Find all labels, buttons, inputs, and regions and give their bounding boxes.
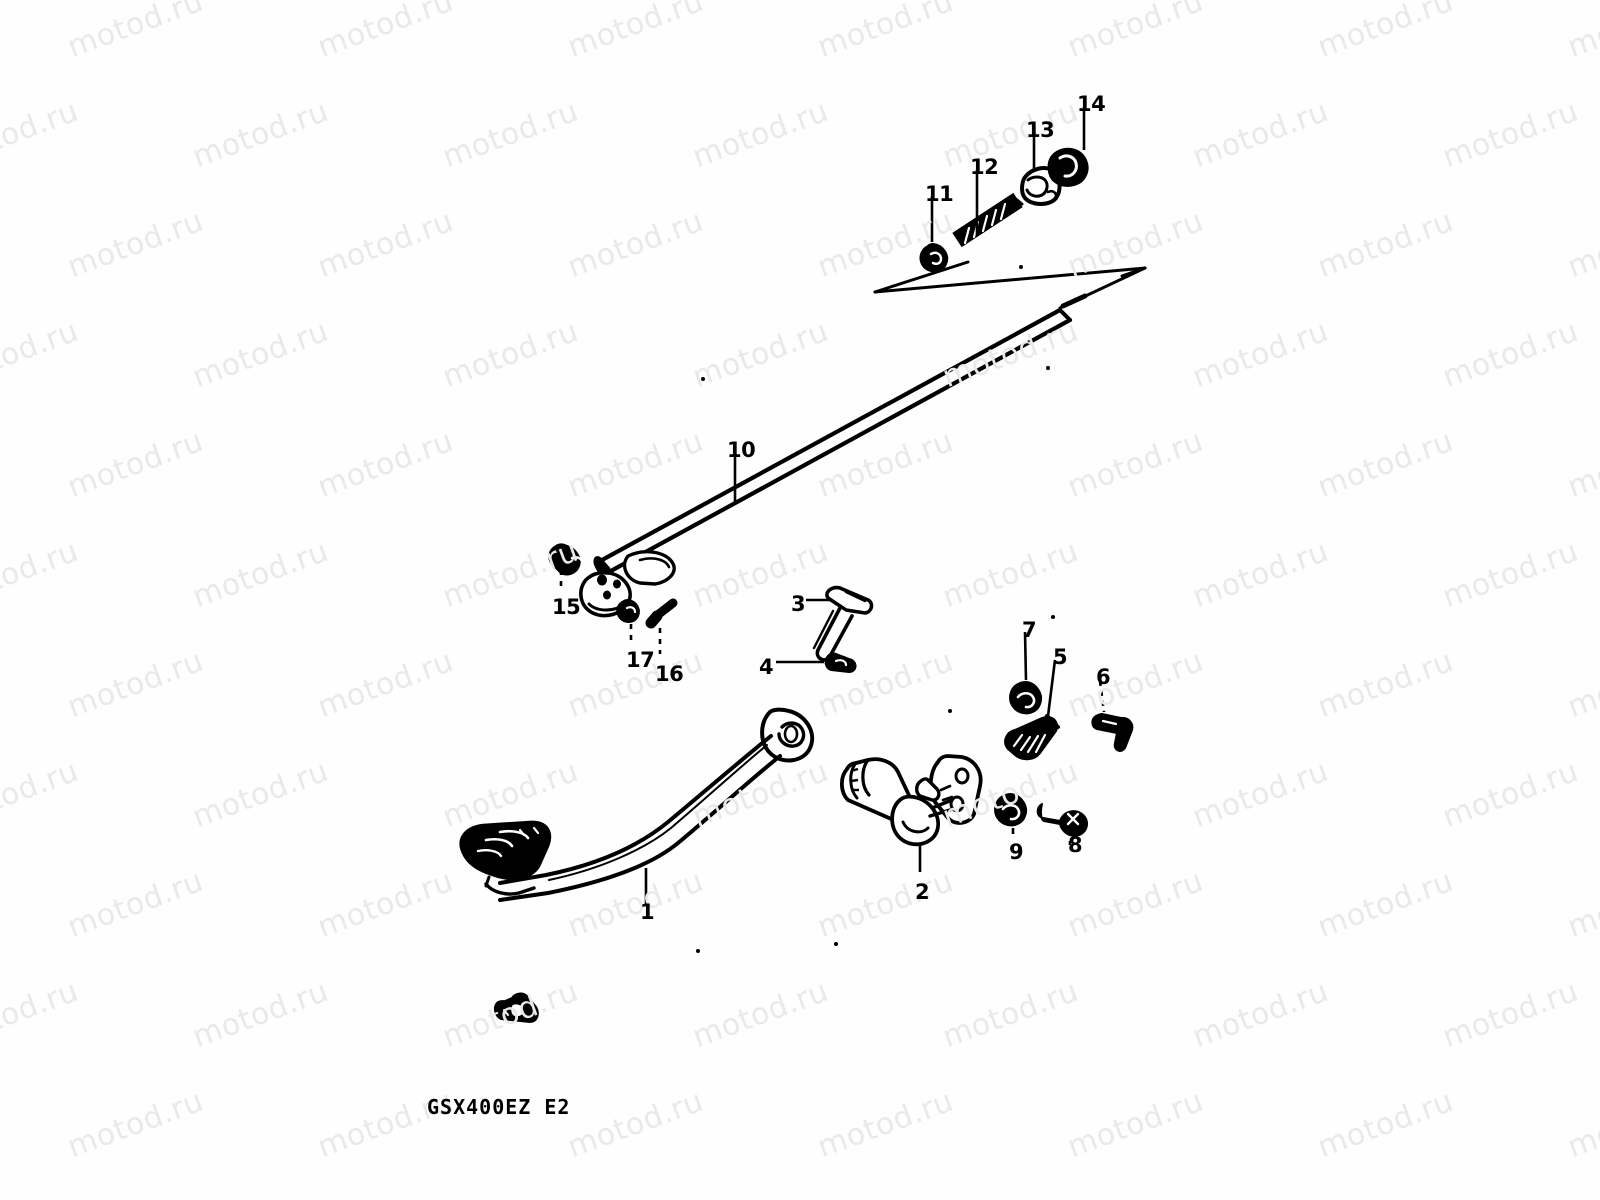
part-footrest-assembly xyxy=(839,754,983,847)
part-clip-washer xyxy=(616,599,640,623)
part-adjuster-screw xyxy=(952,192,1024,248)
part-small-unlabeled-bracket xyxy=(493,992,539,1023)
callout-number-4: 4 xyxy=(759,655,774,679)
callout-number-3: 3 xyxy=(791,592,806,616)
part-bolt-lower xyxy=(1036,803,1088,837)
part-t-pin xyxy=(812,585,874,662)
part-brake-pedal xyxy=(459,707,815,902)
callout-number-7: 7 xyxy=(1022,618,1037,642)
part-brake-rod xyxy=(599,293,1088,575)
callout-number-15: 15 xyxy=(552,595,581,619)
part-rod-clevis xyxy=(579,550,676,618)
part-adjuster-nut xyxy=(1047,147,1089,187)
part-cotter-pin xyxy=(645,598,678,629)
part-washer-lower xyxy=(994,793,1027,827)
part-small-pin xyxy=(824,652,857,673)
scan-artifacts xyxy=(561,265,1055,953)
callout-number-9: 9 xyxy=(1009,840,1024,864)
callout-number-16: 16 xyxy=(655,662,684,686)
part-cotter-ring xyxy=(919,243,949,273)
assembly-indicator-lines xyxy=(873,260,1147,310)
part-joint-pin xyxy=(548,543,584,576)
callout-number-12: 12 xyxy=(970,155,999,179)
callout-number-8: 8 xyxy=(1068,833,1083,857)
callout-number-1: 1 xyxy=(640,900,655,924)
callout-leader-lines xyxy=(559,107,1106,906)
callout-number-2: 2 xyxy=(915,880,930,904)
part-bolt-upper xyxy=(1091,713,1134,752)
callout-number-14: 14 xyxy=(1077,92,1106,116)
callout-number-11: 11 xyxy=(925,182,954,206)
part-return-spring xyxy=(1004,714,1060,761)
callout-number-10: 10 xyxy=(727,438,756,462)
callout-number-13: 13 xyxy=(1026,118,1055,142)
diagram-caption: GSX400EZ E2 xyxy=(427,1095,571,1119)
callout-number-6: 6 xyxy=(1096,665,1111,689)
callout-number-17: 17 xyxy=(626,648,655,672)
part-washer-upper xyxy=(1009,681,1042,715)
callout-number-5: 5 xyxy=(1053,645,1068,669)
